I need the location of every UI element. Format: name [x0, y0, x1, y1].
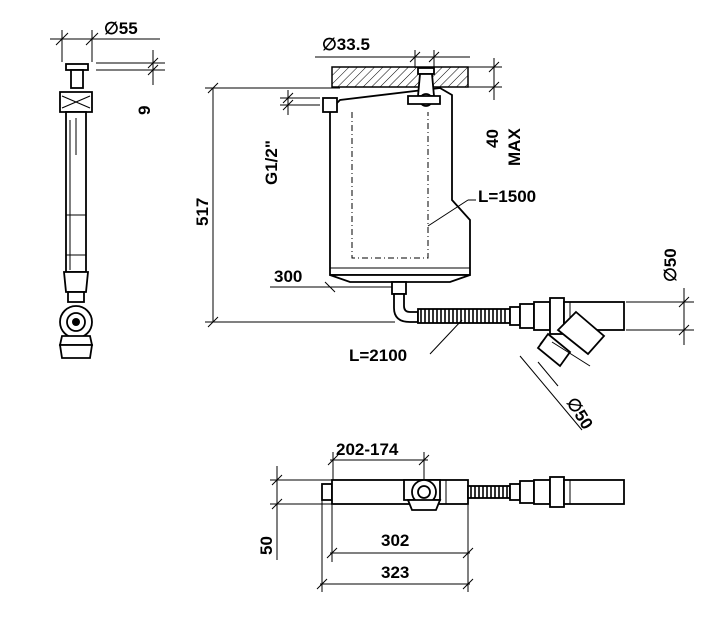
plan-50-label: 50 — [257, 536, 276, 555]
height517-label: 517 — [193, 198, 212, 226]
plan-view: 202-174 50 302 — [257, 440, 625, 592]
plan-body — [331, 479, 469, 505]
outlet-elbow — [393, 293, 419, 323]
tube-lower — [63, 271, 89, 293]
range-label: 202-174 — [336, 440, 399, 459]
dia33-label: ∅33.5 — [322, 35, 370, 54]
front-view: ∅33.5 40 MAX G1/2" 517 — [193, 35, 694, 433]
y-fitting — [533, 297, 625, 368]
corrugated-hose — [417, 303, 535, 329]
side-view: ∅55 9 — [50, 19, 165, 359]
cistern-base — [329, 274, 471, 283]
dim9-label: 9 — [135, 106, 154, 115]
dim9-tick-top — [147, 57, 159, 69]
stem — [70, 69, 84, 89]
max40-label: 40 — [483, 129, 502, 148]
dim300-label: 300 — [274, 267, 302, 286]
dia55-label: ∅55 — [104, 19, 138, 38]
dia50-diag-dim-line — [519, 355, 583, 431]
dia55-tick-left — [55, 32, 69, 46]
thread-label: G1/2" — [262, 140, 281, 185]
max-word-label: MAX — [505, 128, 524, 166]
inner-dashed — [351, 112, 429, 259]
dia55-tick-right — [85, 32, 99, 46]
dim323-label: 323 — [381, 563, 409, 582]
top-flange — [65, 63, 89, 71]
thread-fitting — [322, 97, 338, 113]
dim9-tick-bottom — [147, 64, 159, 76]
len2100-label: L=2100 — [349, 346, 407, 365]
len1500-label: L=1500 — [478, 187, 536, 206]
cistern-body — [329, 87, 471, 276]
dia50-top-label: ∅50 — [661, 248, 680, 282]
ceiling-hatch — [331, 66, 469, 88]
dim302-label: 302 — [381, 531, 409, 550]
